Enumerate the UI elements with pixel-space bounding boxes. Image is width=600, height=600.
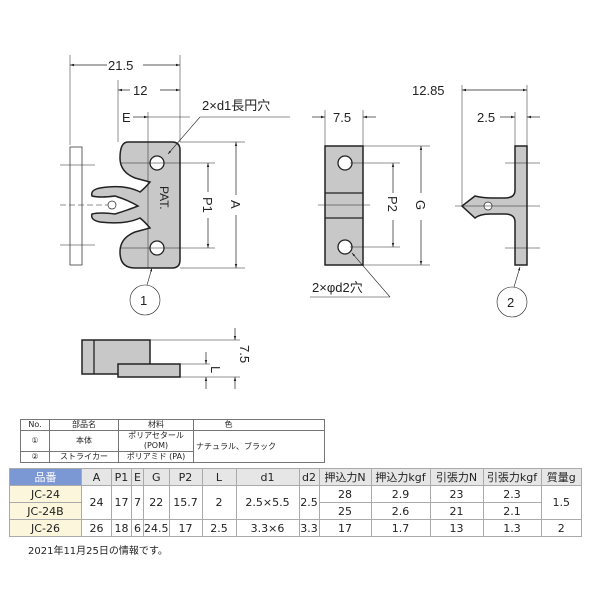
table-row: ① 本体 ポリアセタール (POM) ナチュラル、ブラック (20, 430, 325, 463)
cell-l: 2 (201, 485, 237, 520)
cell-push-kgf: 2.6 (370, 502, 431, 520)
dim-p1: P1 (200, 197, 215, 213)
cell-p2: 15.7 (168, 485, 203, 520)
cell-pull-n: 23 (429, 485, 484, 503)
col-e: E (131, 468, 144, 486)
table-row: ② ストライカー ポリアミド (PA) (20, 451, 325, 463)
table-header-row: 品番 A P1 E G P2 L d1 d2 押込力N 押込力kgf 引張力N … (9, 468, 582, 486)
col-push-kgf: 押込力kgf (370, 468, 431, 486)
cell-mass: 2 (540, 519, 582, 537)
cell-pull-kgf: 1.3 (482, 519, 542, 537)
dim-2-5: 2.5 (477, 110, 495, 125)
dim-e: E (122, 110, 131, 125)
dim-p2: P2 (385, 196, 400, 212)
dim-g: G (413, 200, 428, 210)
pat-mark: PAT. (157, 186, 171, 210)
parts-table: No. 部品名 材料 色 ① 本体 ポリアセタール (POM) ナチュラル、ブラ… (20, 419, 325, 463)
cell-part-number: JC-24B (9, 502, 82, 520)
col-no: No. (20, 419, 50, 431)
cell-l: 2.5 (201, 519, 237, 537)
cell-material: ポリアミド (PA) (118, 451, 194, 463)
col-part-name: 部品名 (49, 419, 119, 431)
cell-name: ストライカー (49, 451, 119, 463)
cell-color: ナチュラル、ブラック (193, 430, 325, 463)
cell-pull-n: 21 (429, 502, 484, 520)
part-number-1: 1 (140, 293, 147, 308)
table-row: JC-26 26 18 6 24.5 17 2.5 3.3×6 3.3 17 1… (9, 519, 582, 537)
col-pull-n: 引張力N (429, 468, 484, 486)
col-p1: P1 (111, 468, 132, 486)
striker-side-view (455, 85, 540, 318)
cell-mass: 1.5 (540, 485, 582, 520)
cell-d1: 2.5×5.5 (235, 485, 300, 520)
spec-table: 品番 A P1 E G P2 L d1 d2 押込力N 押込力kgf 引張力N … (9, 468, 582, 537)
cell-push-kgf: 2.9 (370, 485, 431, 503)
hole-callout: 2×φd2穴 (312, 280, 363, 295)
body-side-view (310, 110, 430, 298)
col-p2: P2 (168, 468, 203, 486)
cell-pull-kgf: 2.1 (482, 502, 542, 520)
cell-push-n: 28 (318, 485, 372, 503)
col-l: L (201, 468, 237, 486)
col-push-n: 押込力N (318, 468, 372, 486)
col-part-number: 品番 (9, 468, 82, 486)
table-row: JC-24B 25 2.6 21 2.1 (9, 502, 582, 520)
cell-d1: 3.3×6 (235, 519, 300, 537)
cell-name: 本体 (49, 430, 119, 452)
body-top-view (81, 328, 240, 389)
cell-pull-kgf: 2.3 (482, 485, 542, 503)
col-material: 材料 (118, 419, 194, 431)
cell-a: 24 (81, 485, 112, 520)
dim-a: A (228, 200, 243, 209)
info-date-note: 2021年11月25日の情報です。 (28, 546, 168, 557)
cell-part-number: JC-26 (9, 519, 82, 537)
cell-push-kgf: 1.7 (370, 519, 431, 537)
part-number-2: 2 (507, 295, 514, 310)
dim-12: 12 (133, 83, 147, 98)
col-color: 色 (193, 419, 263, 431)
cell-part-number: JC-24 (9, 485, 82, 503)
cell-d2: 3.3 (298, 519, 320, 537)
cell-no: ① (20, 430, 50, 452)
col-pull-kgf: 引張力kgf (482, 468, 542, 486)
dim-l: L (208, 366, 223, 373)
cell-a: 26 (81, 519, 112, 537)
cell-g: 22 (143, 485, 170, 520)
cell-material: ポリアセタール (POM) (118, 430, 194, 452)
dim-7-5-height: 7.5 (237, 345, 252, 363)
col-d1: d1 (235, 468, 300, 486)
cell-pull-n: 13 (429, 519, 484, 537)
cell-push-n: 17 (318, 519, 372, 537)
table-row: JC-24 24 17 7 22 15.7 2 2.5×5.5 2.5 28 2… (9, 485, 582, 520)
cell-g: 24.5 (143, 519, 170, 537)
cell-d2: 2.5 (298, 485, 320, 520)
col-a: A (81, 468, 112, 486)
col-d2: d2 (298, 468, 320, 486)
slot-callout: 2×d1長円穴 (202, 98, 270, 113)
col-mass: 質量g (540, 468, 582, 486)
table-header-row: No. 部品名 材料 色 (20, 419, 325, 431)
catch-body-front-view (60, 55, 290, 316)
cell-no: ② (20, 451, 50, 463)
technical-drawing: 21.5 12 E 2×d1長円穴 P1 A PAT. 1 7.5 P2 G 2… (60, 55, 540, 389)
cell-e: 7 (131, 485, 144, 520)
cell-push-n: 25 (318, 502, 372, 520)
cell-p1: 17 (111, 485, 132, 520)
cell-e: 6 (131, 519, 144, 537)
dim-7-5: 7.5 (333, 110, 351, 125)
dim-21-5: 21.5 (108, 58, 133, 73)
cell-p1: 18 (111, 519, 132, 537)
col-g: G (143, 468, 170, 486)
cell-p2: 17 (168, 519, 203, 537)
dim-12-85: 12.85 (412, 83, 445, 98)
